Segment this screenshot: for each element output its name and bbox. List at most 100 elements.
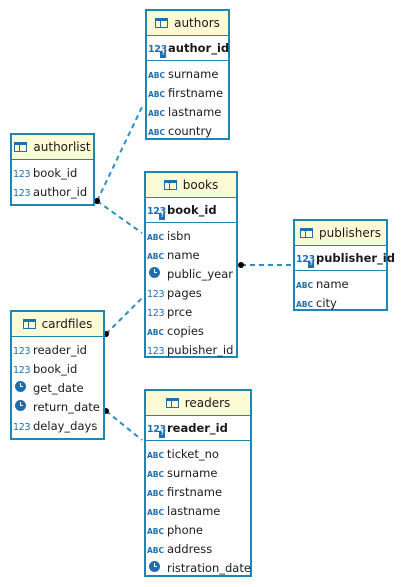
column-name: book_id: [33, 361, 78, 376]
table-header[interactable]: authors: [147, 11, 228, 36]
table-header[interactable]: cardfiles: [12, 312, 103, 337]
relationship-endpoint-dot: [94, 198, 100, 204]
table-header[interactable]: readers: [146, 391, 250, 416]
text-icon: ABC: [296, 280, 314, 290]
number-key-icon: 123?: [147, 424, 166, 438]
primary-key-row[interactable]: 123? book_id: [146, 198, 236, 223]
number-icon: 123: [13, 187, 31, 199]
column-name: book_id: [33, 165, 78, 180]
table-header[interactable]: authorlist: [12, 135, 93, 160]
column-name: delay_days: [33, 418, 98, 433]
table-icon: [14, 142, 28, 152]
text-icon: ABC: [296, 299, 314, 309]
primary-key-row[interactable]: 123? author_id: [147, 36, 229, 61]
column-name: ristration_date: [167, 560, 251, 575]
table-title: books: [182, 178, 219, 192]
column-name: isbn: [167, 228, 191, 243]
column-row[interactable]: ristration_date: [146, 558, 251, 577]
text-icon: ABC: [147, 251, 165, 261]
column-name: country: [168, 123, 212, 138]
text-icon: ABC: [148, 127, 166, 137]
date-icon: [147, 266, 167, 281]
date-icon: [147, 560, 167, 575]
column-row[interactable]: get_date: [12, 378, 103, 397]
table-header[interactable]: publishers: [295, 221, 386, 246]
column-name: pages: [167, 285, 202, 300]
table-icon: [165, 398, 179, 408]
primary-key-row[interactable]: 123? reader_id: [146, 416, 250, 441]
text-icon: ABC: [147, 545, 165, 555]
link-authorlist-authors[interactable]: [96, 106, 143, 202]
column-name: lastname: [167, 503, 221, 518]
table-title: cardfiles: [41, 317, 93, 331]
text-icon: ABC: [148, 70, 166, 80]
table-title: authors: [174, 16, 220, 30]
number-key-icon: 123?: [147, 206, 166, 220]
text-icon: ABC: [148, 89, 166, 99]
table-title: publishers: [319, 226, 381, 240]
number-icon: 123: [13, 168, 31, 180]
column-name: lastname: [168, 104, 222, 119]
number-icon: 123: [13, 364, 31, 376]
column-row[interactable]: public_year: [146, 264, 236, 283]
column-name: name: [316, 276, 349, 291]
table-header[interactable]: books: [146, 173, 236, 198]
text-icon: ABC: [148, 108, 166, 118]
column-name: surname: [167, 465, 218, 480]
column-name: public_year: [167, 266, 234, 281]
column-name: phone: [167, 522, 203, 537]
number-icon: 123: [13, 345, 31, 357]
number-icon: 123: [13, 421, 31, 433]
link-cardfiles-readers[interactable]: [105, 410, 143, 441]
text-icon: ABC: [147, 526, 165, 536]
column-name: get_date: [33, 380, 84, 395]
column-name: reader_id: [167, 421, 228, 435]
number-key-icon: 123?: [148, 44, 167, 58]
table-title: readers: [184, 396, 231, 410]
primary-key-row[interactable]: 123? publisher_id: [295, 246, 395, 271]
column-name: city: [316, 295, 337, 310]
column-name: name: [167, 247, 200, 262]
column-name: firstname: [168, 85, 224, 100]
link-cardfiles-books[interactable]: [105, 297, 143, 335]
text-icon: ABC: [147, 232, 165, 242]
column-name: copies: [167, 323, 204, 338]
number-icon: 123: [147, 345, 165, 357]
link-authorlist-books[interactable]: [96, 200, 143, 234]
column-row[interactable]: return_date: [12, 397, 103, 416]
text-icon: ABC: [147, 450, 165, 460]
